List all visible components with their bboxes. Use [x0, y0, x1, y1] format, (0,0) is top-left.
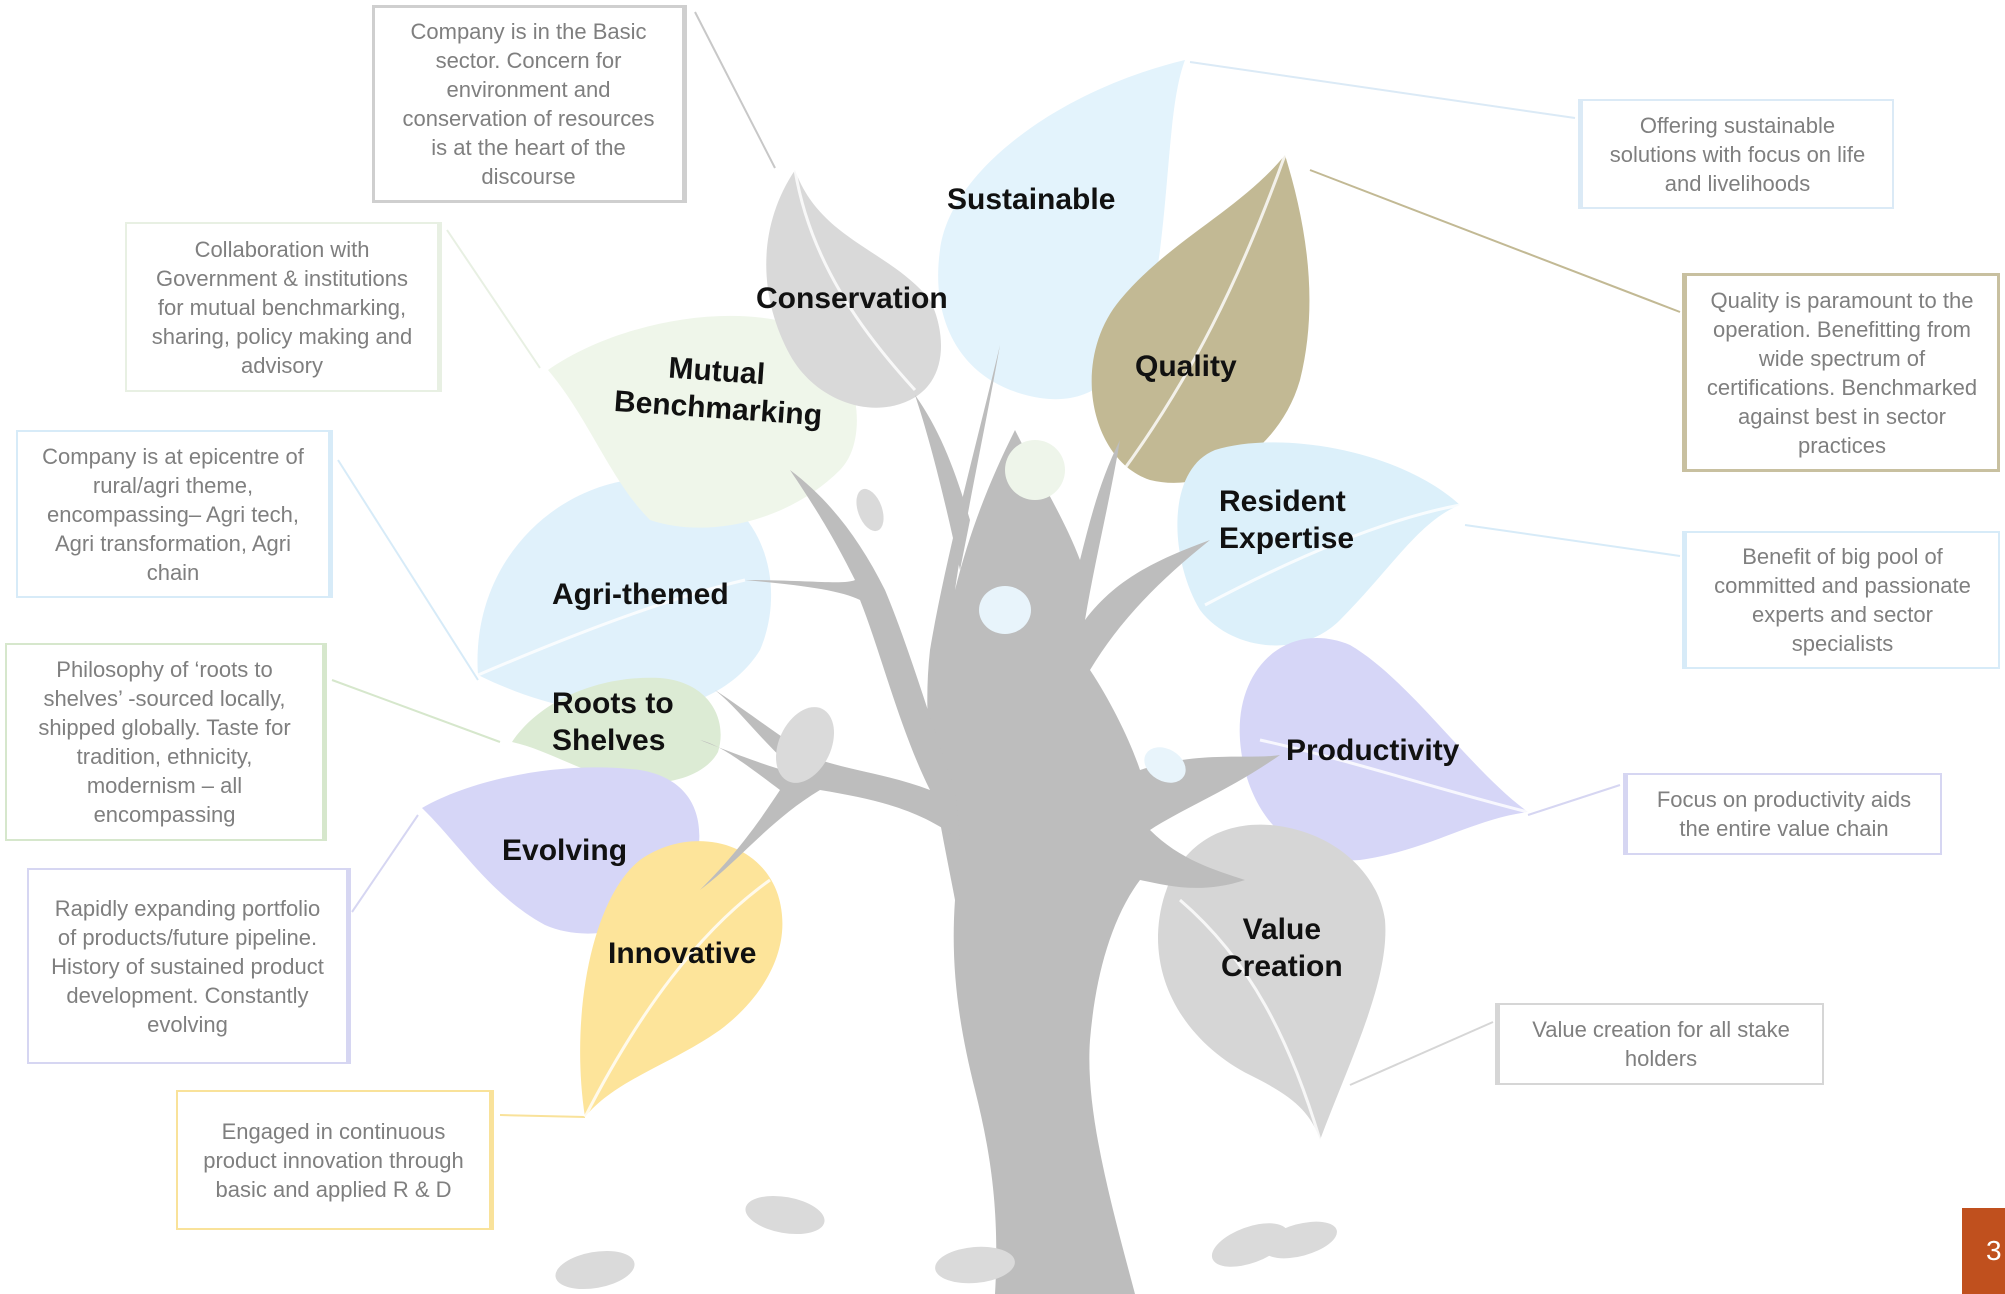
falling-leaf-3 — [979, 586, 1031, 634]
falling-leaf-1 — [775, 707, 835, 783]
connector-line-conservation — [694, 11, 776, 169]
leaf-label-sustainable: Sustainable — [947, 183, 1116, 216]
page-number-tab: 3 — [1962, 1208, 2005, 1294]
leaf-vein-6 — [1179, 898, 1322, 1141]
falling-leaf-0 — [856, 488, 884, 532]
leaf-label-mutual-benchmarking: Mutual Benchmarking — [613, 346, 826, 434]
leaf-resident-expertise — [1177, 442, 1460, 646]
connector-line-productivity — [1527, 784, 1621, 816]
connector-line-roots-to-shelves — [331, 679, 501, 743]
leaf-label-innovative: Innovative — [608, 937, 757, 970]
leaf-label-line: Creation — [1221, 950, 1343, 983]
leaf-label-line: Shelves — [552, 724, 666, 757]
leaf-label-resident-expertise: Resident Expertise — [1219, 483, 1354, 557]
leaf-label-productivity: Productivity — [1286, 734, 1460, 767]
leaf-value-creation — [1157, 824, 1386, 1140]
falling-leaf-7 — [1211, 1223, 1289, 1267]
connector-line-quality — [1309, 169, 1681, 313]
leaf-productivity — [1239, 638, 1528, 861]
leaf-label-line: Expertise — [1219, 522, 1355, 555]
leaf-label-conservation: Conservation — [756, 282, 948, 315]
falling-leaf-2 — [1144, 747, 1186, 783]
callout-mutual-benchmarking: Collaboration with Government & institut… — [125, 222, 442, 392]
tree-trunk — [927, 345, 1280, 1294]
leaf-vein-3 — [1204, 503, 1461, 607]
leaf-label-value-creation: Value Creation — [1221, 911, 1343, 985]
leaf-quality — [1091, 155, 1310, 483]
tree-branch-mid — [915, 395, 970, 570]
leaf-agri-themed — [477, 477, 772, 714]
leaf-vein-5 — [583, 878, 771, 1118]
callout-resident-expertise: Benefit of big pool of committed and pas… — [1682, 531, 2000, 669]
leaf-vein-2 — [1118, 154, 1287, 476]
falling-leaf-8 — [1263, 1221, 1337, 1259]
callout-conservation: Company is in the Basic sector. Concern … — [372, 5, 687, 203]
leaf-label-evolving: Evolving — [502, 834, 628, 867]
callout-quality: Quality is paramount to the operation. B… — [1682, 273, 2000, 472]
falling-leaf-9 — [1005, 440, 1065, 500]
callout-innovative: Engaged in continuous product innovation… — [176, 1090, 494, 1230]
falling-leaf-5 — [745, 1195, 825, 1235]
leaf-label-quality: Quality — [1135, 350, 1237, 383]
falling-leaf-6 — [935, 1246, 1015, 1284]
leaf-label-roots-to-shelves: Roots to Shelves — [552, 685, 674, 759]
leaf-label-line: Roots to — [552, 687, 674, 720]
connector-line-agri-themed — [337, 459, 479, 681]
leaf-mutual-benchmarking — [548, 315, 857, 528]
callout-roots-to-shelves: Philosophy of ‘roots to shelves’ -source… — [5, 643, 327, 841]
leaf-label-line: Resident — [1219, 485, 1346, 518]
leaf-roots-to-shelves — [512, 677, 721, 784]
callout-evolving: Rapidly expanding portfolio of products/… — [27, 868, 351, 1064]
callout-value-creation: Value creation for all stake holders — [1495, 1003, 1824, 1085]
leaf-vein-4 — [1259, 738, 1529, 814]
leaf-vein-0 — [477, 578, 746, 677]
callout-productivity: Focus on productivity aids the entire va… — [1623, 773, 1942, 855]
connector-line-mutual-benchmarking — [446, 229, 541, 369]
leaf-label-agri-themed: Agri-themed — [552, 578, 729, 611]
connector-line-sustainable — [1189, 61, 1576, 119]
falling-leaf-4 — [555, 1250, 635, 1290]
tree-branch-left — [700, 470, 960, 890]
connector-line-value-creation — [1349, 1021, 1494, 1086]
connector-line-evolving — [351, 814, 419, 913]
connector-line-innovative — [499, 1114, 586, 1118]
connector-line-resident-expertise — [1464, 524, 1681, 557]
callout-sustainable: Offering sustainable solutions with focu… — [1578, 99, 1894, 209]
leaf-vein-1 — [793, 169, 917, 392]
leaf-label-line: Value — [1242, 913, 1322, 946]
callout-agri-themed: Company is at epicentre of rural/agri th… — [16, 430, 333, 598]
